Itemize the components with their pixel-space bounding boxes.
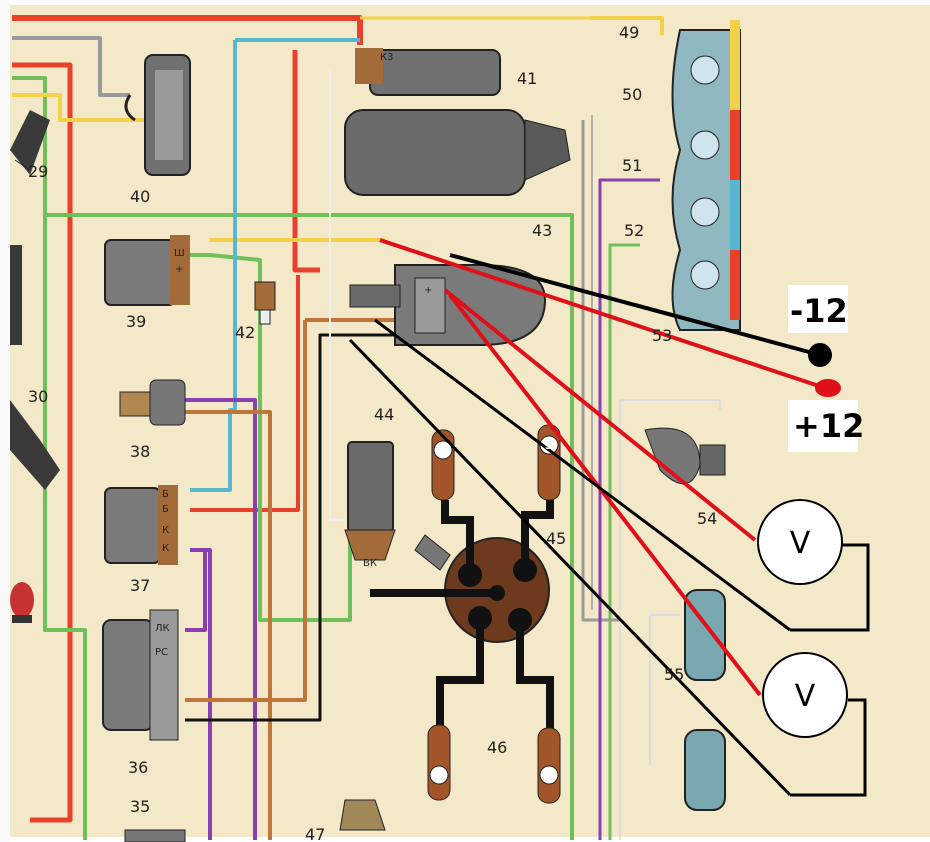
label-29: 29	[28, 162, 48, 181]
spark-plug-2	[427, 724, 451, 801]
label-54: 54	[697, 509, 717, 528]
label-43: 43	[532, 221, 552, 240]
terminal-41-k3: К3	[380, 52, 393, 63]
label-42: 42	[235, 323, 255, 342]
overlay-wires	[348, 238, 870, 797]
terminal-37-b2: Б	[162, 504, 169, 515]
voltmeter-1-label: V	[790, 526, 811, 561]
plug-number-1: 1	[545, 769, 553, 782]
lamp-cluster	[671, 20, 741, 331]
spark-plug-numbers: 4 3 2 1	[435, 439, 553, 782]
label-38: 38	[130, 442, 150, 461]
label-52: 52	[624, 221, 644, 240]
label-44: 44	[374, 405, 394, 424]
voltmeter-2-label: V	[795, 679, 816, 714]
voltmeter-2: V	[762, 652, 848, 738]
label-55: 55	[664, 665, 684, 684]
plus-12-label: +12	[793, 407, 864, 445]
label-50: 50	[622, 85, 642, 104]
terminal-39-plus: +	[175, 264, 183, 275]
plug-number-4: 4	[439, 444, 447, 457]
component-29	[10, 110, 50, 175]
plug-number-2: 2	[435, 769, 443, 782]
component-45-distributor	[370, 495, 554, 735]
terminal-36-lk: ЛК	[155, 623, 170, 634]
terminal-39-sh: Ш	[174, 248, 185, 259]
terminal-37-k2: К	[162, 543, 169, 554]
component-38	[119, 379, 186, 426]
spark-plug-1	[537, 727, 561, 804]
component-44-coil	[344, 441, 396, 561]
spark-plug-3	[537, 424, 561, 501]
component-42	[254, 281, 276, 325]
red-knob	[10, 582, 34, 623]
label-35: 35	[130, 797, 150, 816]
component-40	[124, 54, 191, 176]
terminal-36-rs: РС	[155, 647, 168, 658]
label-30: 30	[28, 387, 48, 406]
label-39: 39	[126, 312, 146, 331]
label-47: 47	[305, 825, 325, 842]
component-43	[349, 264, 547, 346]
label-49: 49	[619, 23, 639, 42]
terminal-44-vk: ВК	[363, 558, 377, 569]
component-35	[124, 829, 186, 842]
spark-plug-4	[431, 429, 455, 501]
minus-terminal-dot	[808, 343, 832, 367]
terminal-43-plus: +	[424, 285, 432, 296]
component-55	[684, 589, 726, 811]
voltmeter-1: V	[757, 499, 843, 585]
label-41: 41	[517, 69, 537, 88]
component-37	[104, 485, 178, 565]
label-53: 53	[652, 326, 672, 345]
component-41-starter	[344, 48, 571, 196]
label-36: 36	[128, 758, 148, 777]
label-37: 37	[130, 576, 150, 595]
label-45: 45	[546, 529, 566, 548]
label-46: 46	[487, 738, 507, 757]
terminal-markings: Ш + Б Б К К ЛК РС К3 ВК +	[155, 52, 432, 658]
terminal-37-k1: К	[162, 525, 169, 536]
label-40: 40	[130, 187, 150, 206]
component-number-labels: 29 30 35 36 37 38 39 40 41 42 43 44 45 4…	[28, 23, 717, 842]
label-51: 51	[622, 156, 642, 175]
terminal-37-b1: Б	[162, 489, 169, 500]
plug-number-3: 3	[545, 439, 553, 452]
component-39	[104, 235, 190, 306]
minus-12-label: -12	[790, 292, 848, 330]
component-36	[102, 609, 179, 741]
component-47	[339, 799, 386, 831]
plus-terminal-dot	[815, 379, 841, 397]
wire-harness	[12, 15, 721, 840]
component-30	[10, 245, 60, 490]
component-54	[644, 427, 726, 485]
